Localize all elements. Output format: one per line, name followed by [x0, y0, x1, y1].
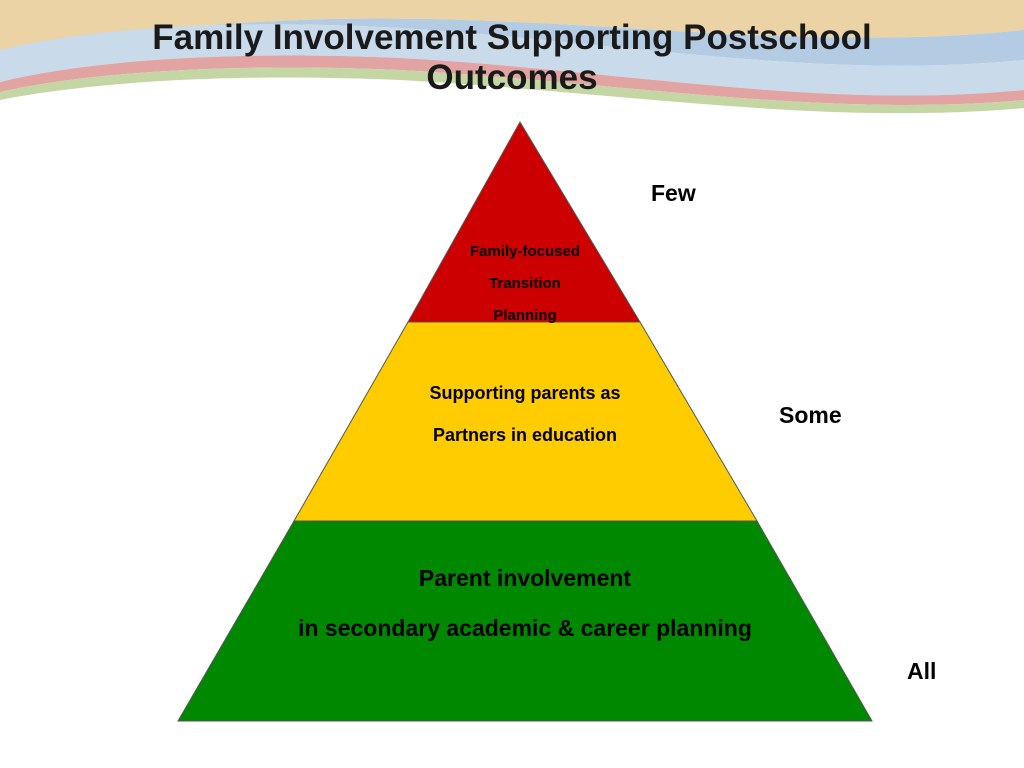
wave-blue — [0, 18, 1024, 66]
tier-top-line-2: Transition — [489, 275, 561, 292]
slide-title: Family Involvement Supporting Postschool… — [0, 18, 1024, 98]
level-label-some: Some — [779, 402, 842, 428]
tier-middle-line-2: Partners in education — [432, 425, 618, 445]
tier-middle-text: Supporting parents as Partners in educat… — [300, 372, 750, 456]
wave-blue-lower — [0, 24, 1024, 96]
decorative-wave-banner — [0, 0, 1024, 114]
slide-title-line-1: Family Involvement Supporting Postschool — [152, 18, 872, 57]
wave-green — [0, 67, 1024, 114]
wave-red — [0, 55, 1024, 105]
level-label-all: All — [907, 658, 937, 684]
tier-middle-line-1: Supporting parents as — [429, 383, 621, 403]
pyramid-tier-bottom — [177, 520, 873, 722]
tier-top-text: Family-focused Transition Planning — [410, 236, 640, 332]
tier-bottom-text: Parent involvement in secondary academic… — [180, 553, 870, 653]
slide-title-line-2: Outcomes — [426, 58, 598, 97]
level-label-few: Few — [651, 180, 696, 206]
wave-sand — [0, 0, 1024, 50]
tier-top-line-1: Family-focused — [469, 243, 581, 260]
tier-top-line-3: Planning — [493, 307, 557, 324]
tier-bottom-line-2: in secondary academic & career planning — [298, 615, 752, 641]
tier-bottom-line-1: Parent involvement — [418, 565, 632, 591]
